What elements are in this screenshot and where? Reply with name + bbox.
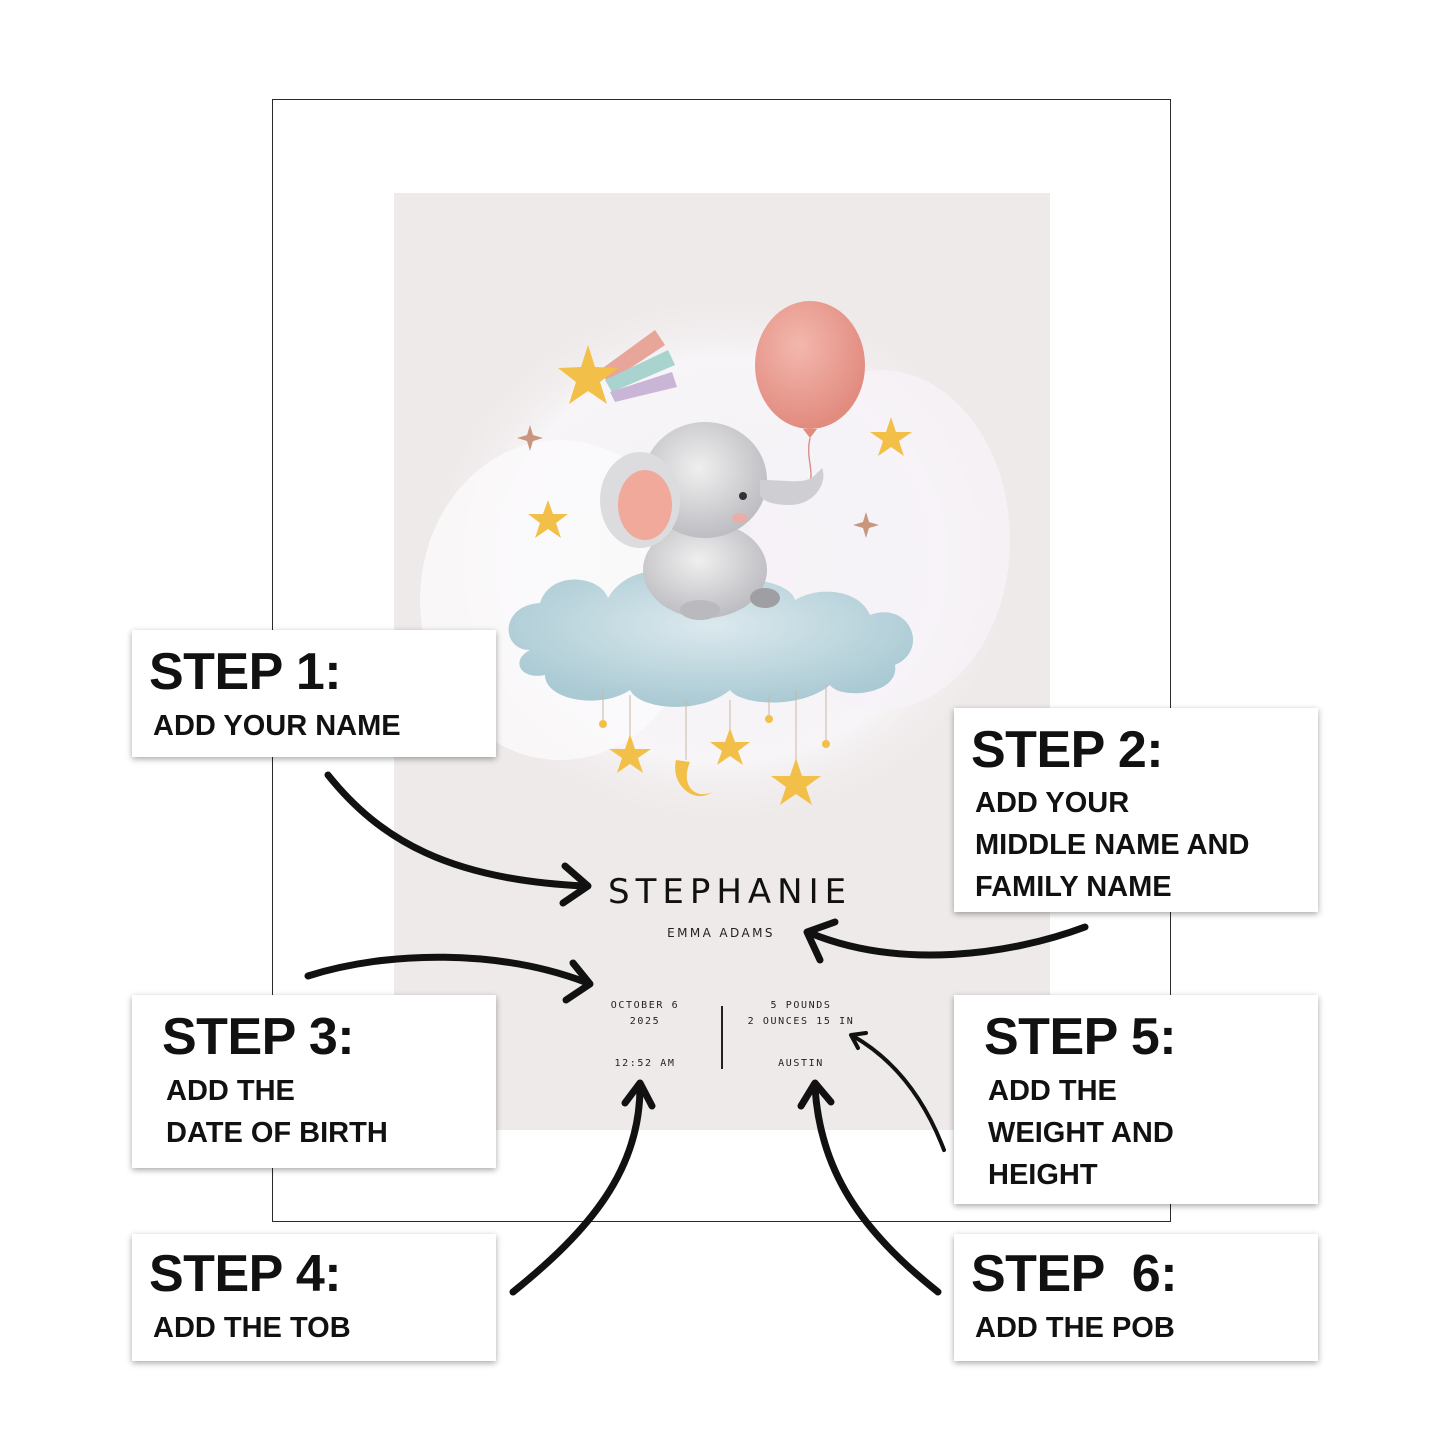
- time-of-birth: 12:52 AM: [614, 1058, 676, 1069]
- arrow-step-2: [806, 923, 1089, 959]
- date-of-birth: OCTOBER 6 2025: [595, 998, 695, 1030]
- arrowhead-icon: [562, 959, 594, 1004]
- date-line-2: 2025: [629, 1016, 661, 1027]
- arrowhead-icon: [849, 1031, 868, 1050]
- sparkle-icon: [853, 512, 879, 538]
- star-icon: [609, 734, 651, 773]
- weight-height: 5 POUNDS 2 OUNCES 15 IN: [740, 998, 862, 1030]
- arrowhead-icon: [559, 862, 592, 907]
- first-name: STEPHANIE: [608, 872, 853, 912]
- weight: 5 POUNDS: [770, 1000, 832, 1011]
- step-2-title: STEP 2:: [971, 721, 1164, 779]
- step-4-title: STEP 4:: [149, 1245, 342, 1303]
- shooting-star-icon: [558, 330, 677, 404]
- step-1-title: STEP 1:: [149, 643, 342, 701]
- step-3-line-2: DATE OF BIRTH: [166, 1117, 388, 1149]
- star-icon: [710, 728, 750, 765]
- bead-icon: [822, 740, 830, 748]
- step-6-line-1: ADD THE POB: [975, 1312, 1175, 1344]
- arrowhead-icon: [803, 918, 839, 964]
- step-3-line-1: ADD THE: [166, 1075, 295, 1107]
- step-5-title: STEP 5:: [984, 1008, 1177, 1066]
- step-1-box: STEP 1: ADD YOUR NAME: [132, 630, 496, 757]
- step-2-box: STEP 2: ADD YOUR MIDDLE NAME AND FAMILY …: [954, 708, 1318, 912]
- sparkle-icon: [517, 425, 543, 451]
- detail-divider: [721, 1006, 723, 1069]
- balloon-icon: [755, 301, 865, 491]
- step-2-line-3: FAMILY NAME: [975, 871, 1172, 903]
- place-of-birth: AUSTIN: [778, 1058, 824, 1069]
- elephant-icon: [600, 422, 824, 620]
- cloud-icon: [508, 570, 914, 707]
- step-2-line-1: ADD YOUR: [975, 787, 1130, 819]
- step-3-title: STEP 3:: [162, 1008, 355, 1066]
- bead-icon: [765, 715, 773, 723]
- arrow-step-1: [324, 771, 589, 890]
- arrow-step-4: [509, 1083, 644, 1296]
- middle-family-name: EMMA ADAMS: [667, 926, 775, 940]
- arrowhead-icon: [797, 1079, 835, 1110]
- step-6-title: STEP 6:: [971, 1245, 1178, 1303]
- hanging-stars: [602, 685, 827, 760]
- date-line-1: OCTOBER 6: [610, 1000, 680, 1011]
- arrow-step-6: [811, 1083, 942, 1296]
- height: 2 OUNCES 15 IN: [747, 1016, 855, 1027]
- star-icon: [771, 758, 821, 805]
- step-5-line-3: HEIGHT: [988, 1159, 1098, 1191]
- step-4-line-1: ADD THE TOB: [153, 1312, 351, 1344]
- star-icon: [528, 500, 568, 538]
- step-5-box: STEP 5: ADD THE WEIGHT AND HEIGHT: [954, 995, 1318, 1204]
- step-5-line-2: WEIGHT AND: [988, 1117, 1174, 1149]
- step-2-line-2: MIDDLE NAME AND: [975, 829, 1250, 861]
- step-1-line-1: ADD YOUR NAME: [153, 710, 401, 742]
- step-3-box: STEP 3: ADD THE DATE OF BIRTH: [132, 995, 496, 1168]
- star-icon: [870, 417, 912, 456]
- step-4-box: STEP 4: ADD THE TOB: [132, 1234, 496, 1361]
- arrow-step-3: [304, 953, 589, 986]
- step-6-box: STEP 6: ADD THE POB: [954, 1234, 1318, 1361]
- step-5-line-1: ADD THE: [988, 1075, 1117, 1107]
- moon-icon: [675, 760, 712, 797]
- arrow-step-5: [851, 1034, 946, 1152]
- arrowhead-icon: [621, 1079, 656, 1110]
- bead-icon: [599, 720, 607, 728]
